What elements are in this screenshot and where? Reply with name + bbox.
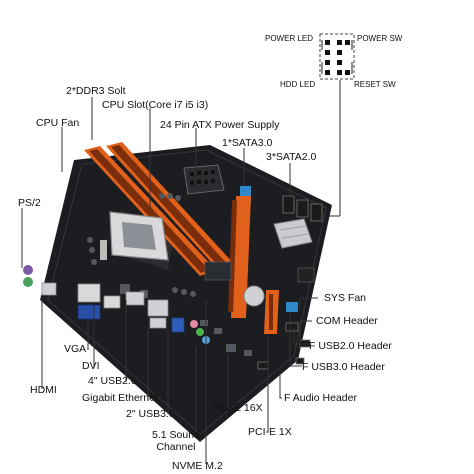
ethernet-port (147, 299, 169, 317)
usb2-rear-port-a (41, 282, 57, 296)
ddr3-label: 2*DDR3 Solt (66, 85, 126, 97)
sys-fan-label: SYS Fan (324, 292, 367, 304)
usb2-rear-port-c (149, 317, 167, 329)
header-pins (325, 40, 350, 75)
reset-sw-label: RESET SW (354, 80, 396, 89)
pcie-1x-label: PCI-E 1X (248, 426, 292, 438)
super-io-chip (297, 267, 315, 283)
com-header-label: COM Header (316, 315, 378, 327)
cpu-lever (100, 240, 107, 260)
f-usb2-label: F USB2.0 Header (309, 340, 392, 352)
dvi-label: DVI (82, 360, 100, 372)
sata2-label: 3*SATA2.0 (266, 151, 317, 163)
audio-jack-green (196, 328, 204, 336)
nvme-m2-slot (204, 261, 232, 281)
front-panel-header-diagram (318, 33, 355, 217)
vga-port (77, 304, 101, 320)
dvi-port (77, 283, 101, 303)
usb2-rear-label: 4" USB2.0 (88, 375, 137, 387)
hdd-led-label: HDD LED (280, 80, 316, 89)
hdmi-port (103, 295, 121, 309)
rear-io (23, 265, 210, 344)
f-audio-label: F Audio Header (284, 392, 357, 404)
vga-label: VGA (64, 343, 87, 355)
ps2-port-purple (23, 265, 33, 275)
gigabit-ethernet-label: Gigabit Ethernet (82, 392, 158, 404)
f-audio-header (257, 361, 269, 370)
cpu-socket-pad (122, 222, 156, 250)
cmos-battery (243, 285, 265, 307)
atx-power-label: 24 Pin ATX Power Supply (160, 119, 280, 131)
ps2-label: PS/2 (18, 197, 41, 209)
cpu-slot-label: CPU Slot(Core i7 i5 i3) (102, 99, 209, 111)
usb2-rear-port-b (125, 291, 145, 306)
atx-power-connector (183, 164, 225, 195)
cpu-fan-label: CPU Fan (36, 117, 80, 129)
sata3-label: 1*SATA3.0 (222, 137, 273, 149)
pcie-16x-label: PCI-E 16X (213, 402, 263, 414)
f-usb2-header (285, 322, 299, 332)
sys-fan-header (295, 357, 305, 365)
power-led-label: POWER LED (265, 34, 314, 43)
sata2-port-1 (282, 195, 295, 214)
usb3-rear-port (171, 317, 185, 333)
ps2-port-green (23, 277, 33, 287)
nvme-m2-label: NVME M.2 (172, 460, 223, 472)
motherboard (23, 142, 332, 442)
audio-jack-pink (190, 320, 198, 328)
sata3-port (240, 186, 251, 204)
f-usb3-header (286, 302, 298, 312)
sata2-port-2 (296, 199, 309, 218)
f-usb3-label: F USB3.0 Header (302, 361, 385, 373)
usb3-rear-label: 2" USB3.0 (126, 408, 175, 420)
hdmi-label: HDMI (30, 384, 57, 396)
power-sw-label: POWER SW (357, 34, 403, 43)
sound-channel-label: 5.1 Sound Channel (152, 429, 200, 454)
leader-lines (21, 97, 318, 464)
sata2-port-3 (310, 203, 323, 222)
